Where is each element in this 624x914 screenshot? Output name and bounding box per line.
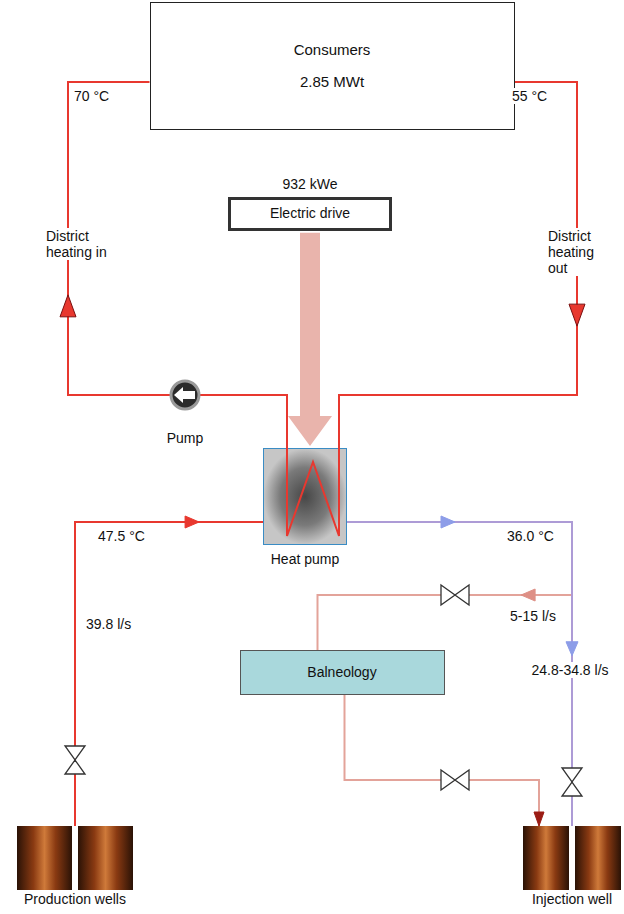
pipe-line bbox=[75, 522, 263, 826]
valve-symbol bbox=[65, 746, 85, 774]
flow-value: 70 °C bbox=[72, 88, 111, 104]
box-text: Balneology bbox=[307, 664, 376, 681]
well-group: Injection well bbox=[523, 826, 621, 908]
power-arrow bbox=[288, 233, 332, 446]
node-label: Production wells bbox=[24, 891, 126, 908]
flow-value: 39.8 l/s bbox=[84, 616, 133, 632]
drive-box: 932 kWeElectric drive bbox=[228, 176, 392, 231]
arrow-head bbox=[185, 516, 199, 528]
pipe-line bbox=[345, 695, 540, 826]
arrow-head bbox=[441, 516, 455, 528]
flow-value: 36.0 °C bbox=[505, 528, 556, 544]
pipe-connector bbox=[75, 516, 263, 826]
node-label: Heat pump bbox=[271, 551, 339, 568]
box-text: 2.85 MWt bbox=[300, 73, 364, 91]
flow-value: 55 °C bbox=[510, 88, 549, 104]
flow-value: 24.8-34.8 l/s bbox=[529, 662, 610, 678]
well-group: Production wells bbox=[17, 826, 133, 908]
flow-value: 5-15 l/s bbox=[508, 608, 558, 624]
arrow-head bbox=[521, 589, 535, 601]
well-picture bbox=[17, 826, 133, 890]
box-text: Consumers bbox=[294, 41, 371, 59]
box-text: Electric drive bbox=[270, 205, 350, 222]
valve-symbol bbox=[441, 585, 469, 605]
pipe-line bbox=[68, 82, 287, 448]
pipe-connector bbox=[60, 82, 287, 448]
pipe-connector bbox=[318, 522, 573, 650]
arrow-head bbox=[566, 642, 578, 656]
pipe-line bbox=[339, 82, 577, 448]
pump-symbol bbox=[171, 381, 199, 409]
valve-symbol bbox=[562, 768, 582, 796]
drive-frame: Electric drive bbox=[228, 197, 392, 231]
pipe-label: District heating out bbox=[546, 228, 616, 276]
flow-value: Pump bbox=[165, 430, 206, 446]
arrow-head bbox=[534, 812, 544, 826]
valve-symbol bbox=[441, 770, 469, 790]
arrow-head bbox=[60, 295, 76, 317]
well-picture bbox=[523, 826, 621, 890]
arrow-head bbox=[569, 304, 585, 326]
flow-value: 47.5 °C bbox=[96, 528, 147, 544]
pipe-label: District heating in bbox=[44, 228, 112, 260]
power-arrow-shape bbox=[288, 233, 332, 446]
node-label: Injection well bbox=[532, 891, 612, 908]
consumer-box: Consumers 2.85 MWt bbox=[150, 2, 515, 130]
process-box: Balneology bbox=[240, 650, 445, 695]
heat-pump-picture bbox=[263, 448, 347, 545]
power-label: 932 kWe bbox=[283, 176, 338, 193]
pipe-line bbox=[318, 522, 573, 650]
heat-pump: Heat pump bbox=[263, 448, 347, 568]
pipe-connector bbox=[345, 695, 545, 826]
